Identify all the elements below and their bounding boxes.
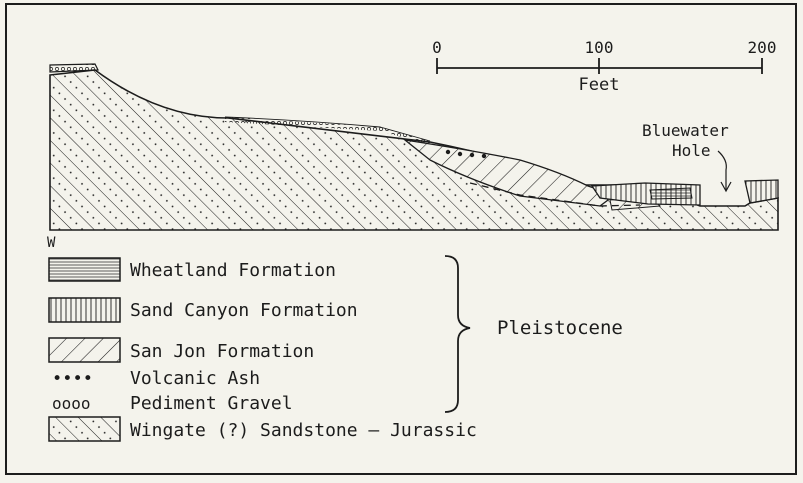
scale-label-200: 200 xyxy=(748,38,777,57)
legend-swatch-sand-canyon xyxy=(49,298,120,322)
legend-label-wheatland: Wheatland Formation xyxy=(130,260,336,281)
wheatland-formation-lens xyxy=(650,188,692,199)
west-label: W xyxy=(47,235,56,251)
legend-group-pleistocene: Pleistocene xyxy=(497,317,623,339)
scale-label-0: 0 xyxy=(432,38,442,57)
legend-label-wingate: Wingate (?) Sandstone – Jurassic xyxy=(130,420,477,441)
legend-swatch-wheatland xyxy=(49,258,120,281)
scale-label-100: 100 xyxy=(585,38,614,57)
legend-label-san-jon: San Jon Formation xyxy=(130,341,314,362)
bluewater-label-line2: Hole xyxy=(672,141,711,160)
bluewater-label-line1: Bluewater xyxy=(642,121,729,140)
legend-swatch-san-jon xyxy=(49,338,120,362)
scale-unit-label: Feet xyxy=(579,75,620,95)
figure-border xyxy=(6,4,796,474)
legend-swatch-wingate xyxy=(49,417,120,441)
legend-label-sand-canyon: Sand Canyon Formation xyxy=(130,300,358,321)
wingate-sandstone-layer xyxy=(50,70,778,230)
scale-bar: 0 100 200 Feet xyxy=(432,38,776,95)
pediment-gravel-cap xyxy=(50,64,98,72)
cross-section: Bluewater Hole W xyxy=(47,64,778,251)
legend-symbol-volcanic-ash: •••• xyxy=(52,369,93,389)
legend-symbol-pediment-gravel: oooo xyxy=(52,394,91,413)
legend: Wheatland Formation Sand Canyon Formatio… xyxy=(49,256,623,441)
pleistocene-brace xyxy=(445,256,470,412)
legend-label-volcanic-ash: Volcanic Ash xyxy=(130,368,260,389)
legend-label-pediment-gravel: Pediment Gravel xyxy=(130,393,293,414)
